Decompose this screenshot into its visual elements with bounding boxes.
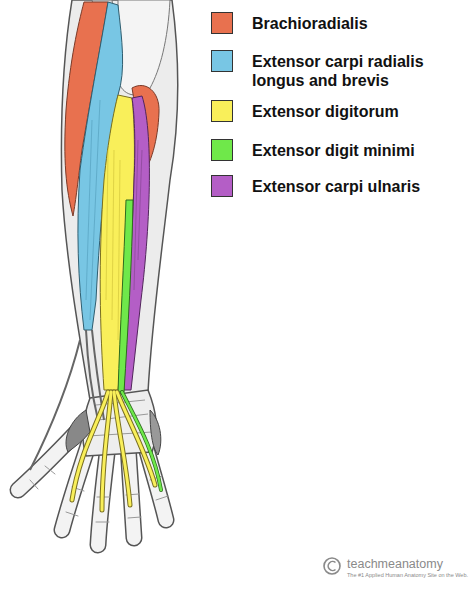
legend-text: Extensor digitorum: [252, 100, 472, 121]
legend-swatch: [211, 100, 233, 122]
legend-swatch: [211, 12, 233, 34]
legend-entry: Brachioradialis: [211, 12, 472, 33]
legend-text: Extensor carpi ulnaris: [252, 175, 472, 196]
legend-text: Extensor digit minimi: [252, 139, 472, 160]
legend-swatch: [211, 50, 233, 72]
watermark-text: teachmeanatomy: [347, 557, 443, 571]
legend-entry: Extensor carpi radialis longus and brevi…: [211, 50, 457, 90]
legend-entry: Extensor digit minimi: [211, 139, 472, 160]
legend-entry: Extensor carpi ulnaris: [211, 175, 472, 196]
legend-swatch: [211, 175, 233, 197]
legend-text: Brachioradialis: [252, 12, 472, 33]
legend-text: Extensor carpi radialis longus and brevi…: [252, 50, 457, 90]
legend-swatch: [211, 139, 233, 161]
watermark-text: The #1 Applied Human Anatomy Site on the…: [347, 572, 468, 578]
legend-entry: Extensor digitorum: [211, 100, 472, 121]
